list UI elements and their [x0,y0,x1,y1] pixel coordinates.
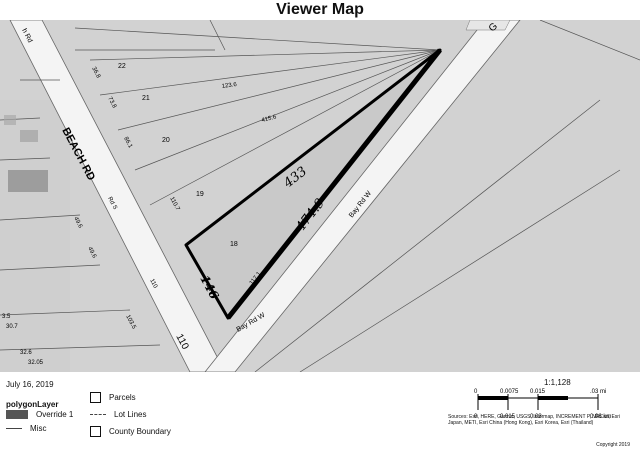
dimension-label: 123.6 [221,82,237,90]
legend-override: Override 1 [6,410,73,419]
legend-parcels: Parcels [90,392,136,403]
dimension-label: 32.05 [28,360,44,366]
legend-county-boundary-label: County Boundary [109,427,171,436]
lot-number: 19 [196,191,204,198]
legend-override-label: Override 1 [36,410,74,419]
scale-bar: 1:1,128 0 0.0075 0.015 .03 mi 0 0.015 0.… [444,372,634,450]
misc-swatch [6,428,22,429]
dimension-label: 49.6 [72,216,83,230]
polygon-layer-title: polygonLayer [6,400,59,409]
copyright: Copyright 2019 [596,442,630,448]
g-road [465,20,511,31]
lot-number: 18 [230,241,238,248]
legend-parcels-label: Parcels [109,393,136,402]
parcels-swatch [90,392,101,403]
legend-county-boundary: County Boundary [90,426,171,437]
scale-top-label: 0.0075 [500,389,519,395]
dimension-label: 415.6 [261,114,278,124]
subject-parcel-inner-edge [226,48,442,320]
dimension-label: 49.6 [86,246,97,260]
dimension-label: 86.1 [122,136,133,150]
building-patch [4,115,16,125]
legend-misc-label: Misc [30,424,47,433]
dimension-label: 36.8 [90,66,101,80]
scale-top-label: .03 mi [590,389,606,395]
scale-bottom-label: 0.03 [530,414,542,420]
legend-lot-lines: Lot Lines [90,410,146,419]
dimension-label: 110 [148,278,158,290]
override-swatch [6,410,28,419]
scale-bottom-label: 0.015 [500,414,516,420]
building-patch [8,170,48,192]
page-title: Viewer Map [276,1,364,18]
road-label-rd-s: Rd S [106,196,118,211]
dimension-label: 30.7 [6,324,18,330]
legend-misc: Misc [6,424,46,433]
scale-ratio: 1:1,128 [544,378,571,387]
lot-number: 22 [118,63,126,70]
map-canvas[interactable]: BEACH RD h Rd Rd S Bay Rd W Bay Rd W 110… [0,20,640,372]
scale-bottom-label: 0 [474,414,478,420]
lot-lines [0,20,640,372]
parcel-area-left [0,100,70,372]
bay-rd-w-road [204,20,521,372]
building-patch [20,130,38,142]
legend-lot-lines-label: Lot Lines [114,410,147,419]
scale-bar-graphic: 0 0.0075 0.015 .03 mi 0 0.015 0.03 0.06 … [474,389,611,420]
map-sources: Sources: Esri, HERE, Garmin, USGS, Inter… [448,414,621,426]
scale-top-label: 0.015 [530,389,546,395]
lot-number: 21 [142,95,150,102]
map-legend-footer: July 16, 2019 polygonLayer Override 1 Mi… [0,372,640,450]
scale-top-label: 0 [474,389,478,395]
scale-bottom-label: 0.06 km [590,414,611,420]
dimension-label: 73.8 [106,96,117,110]
county-boundary-swatch [90,426,101,437]
print-date: July 16, 2019 [6,380,54,389]
lot-lines-swatch [90,414,106,415]
dimension-label: 32.6 [20,350,32,356]
lot-number: 20 [162,137,170,144]
beach-rd-road [9,20,226,372]
dimension-label: 3.5 [2,314,11,320]
